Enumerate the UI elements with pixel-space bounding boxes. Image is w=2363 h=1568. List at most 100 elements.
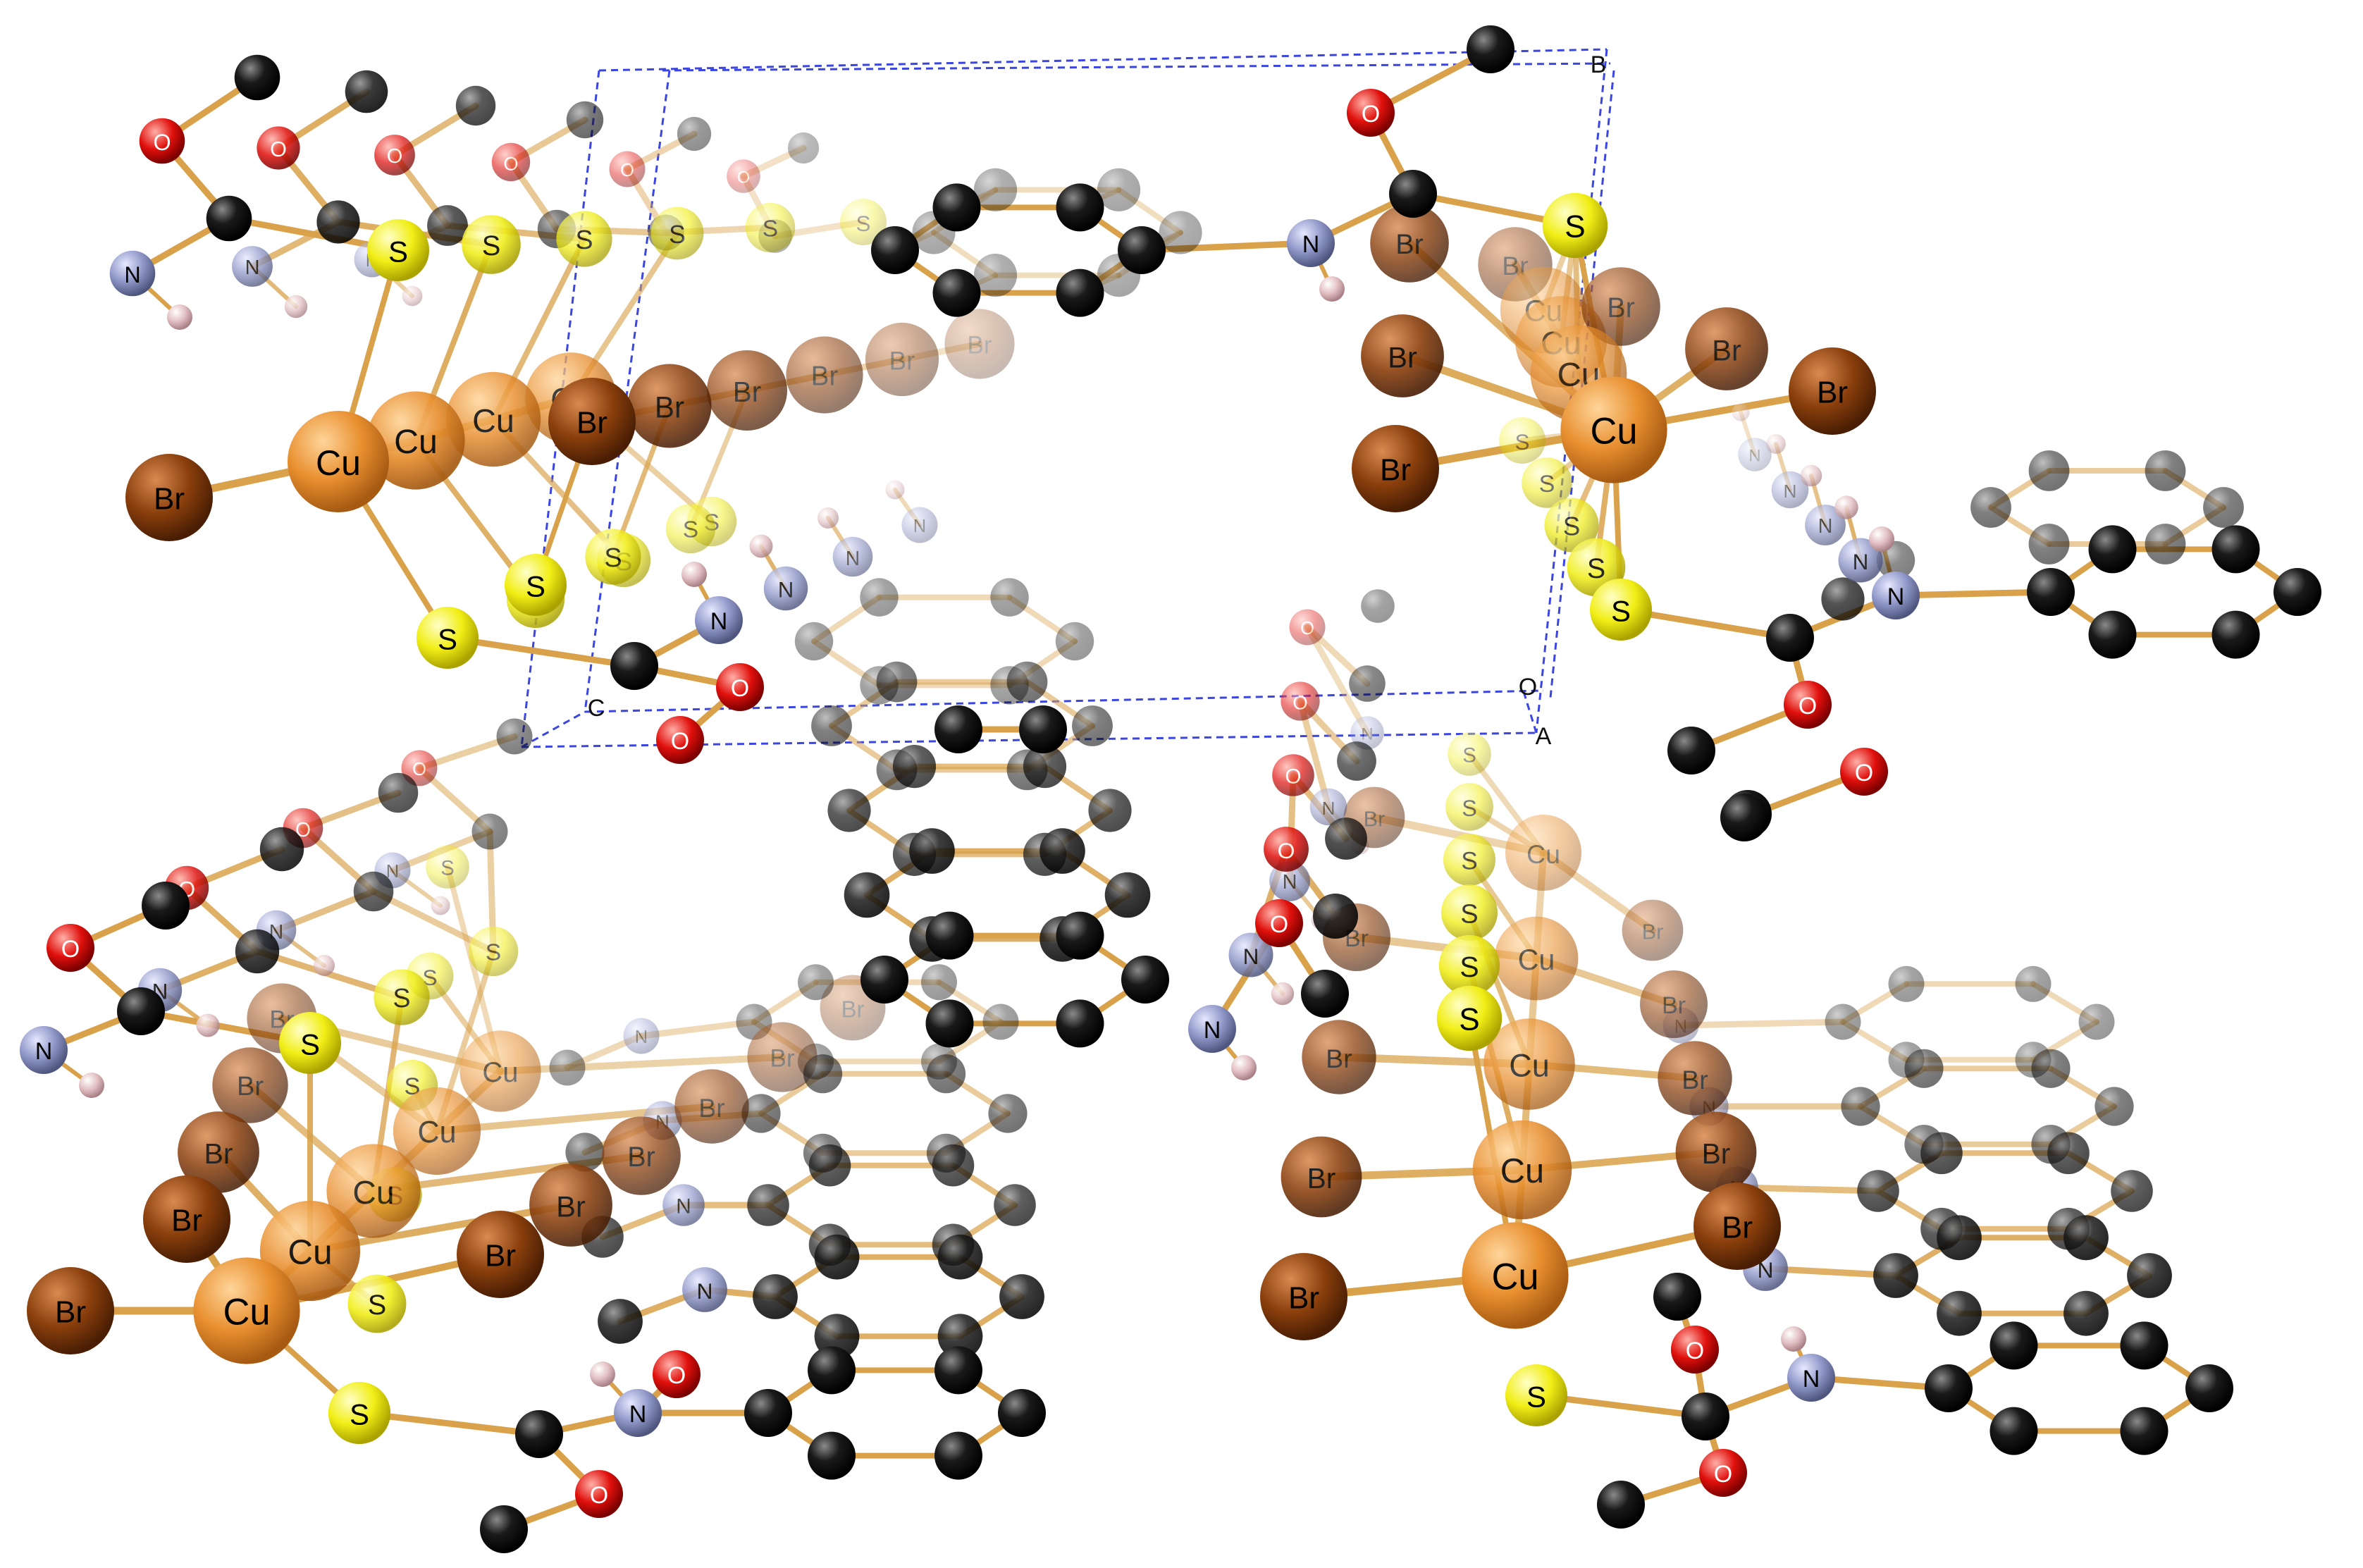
sulfur-sphere [367, 219, 429, 281]
copper-sphere [366, 391, 465, 490]
nitrogen-atom: N [1228, 932, 1273, 977]
carbon-atom [1857, 1170, 1899, 1212]
carbon-atom [427, 205, 468, 246]
sulfur-sphere [1590, 579, 1652, 641]
bromine-atom: Br [457, 1211, 544, 1298]
carbon-sphere [234, 54, 280, 101]
nitrogen-atom: N [20, 1026, 68, 1074]
bromine-atom: Br [627, 364, 712, 448]
carbon-atom [566, 101, 604, 139]
carbon-sphere [1597, 1481, 1645, 1529]
carbon-atom [741, 1094, 781, 1133]
carbon-atom [844, 872, 890, 918]
oxygen-label: O [1855, 760, 1873, 786]
nitrogen-atom: N [1350, 716, 1384, 750]
nitrogen-label: N [1204, 1017, 1221, 1044]
carbon-atom [876, 661, 918, 703]
bromine-atom: Br [674, 1069, 749, 1144]
bromine-sphere [457, 1211, 544, 1298]
carbon-sphere [1825, 1004, 1861, 1040]
bromine-sphere [529, 1163, 612, 1247]
sulfur-sphere [1505, 1364, 1567, 1426]
hydrogen-sphere [402, 285, 423, 307]
carbon-sphere [994, 1184, 1036, 1226]
oxygen-sphere [575, 1470, 623, 1518]
hydrogen-atom [1319, 276, 1345, 302]
copper-label: Cu [482, 1057, 518, 1088]
copper-label: Cu [394, 423, 438, 461]
carbon-atom [2088, 525, 2137, 574]
carbon-atom [2185, 1364, 2233, 1412]
copper-atom: Cu [1560, 376, 1667, 483]
bromine-atom: Br [1281, 1136, 1362, 1218]
nitrogen-atom: N [1872, 572, 1920, 619]
bond [1892, 588, 2054, 599]
nitrogen-label: N [1243, 944, 1259, 969]
oxygen-label: O [61, 936, 80, 963]
carbon-sphere [2094, 1087, 2134, 1126]
nitrogen-sphere [1188, 1005, 1236, 1053]
oxygen-atom: O [1784, 681, 1832, 729]
copper-atom: Cu [1462, 1222, 1569, 1329]
carbon-atom [598, 1299, 643, 1344]
hydrogen-atom [167, 304, 192, 330]
carbon-atom [973, 254, 1018, 297]
sulfur-sphere [650, 206, 704, 260]
bromine-atom: Br [1622, 899, 1684, 961]
bromine-label: Br [1682, 1065, 1708, 1094]
nitrogen-label: N [1302, 231, 1320, 258]
hydrogen-sphere [1834, 495, 1858, 519]
carbon-sphere [2120, 1321, 2168, 1370]
carbon-sphere [1467, 25, 1514, 73]
carbon-sphere [2145, 524, 2186, 564]
oxygen-atom: O [1347, 89, 1395, 137]
carbon-sphere [1056, 999, 1104, 1048]
carbon-sphere [747, 1184, 789, 1226]
nitrogen-sphere [1805, 505, 1846, 545]
oxygen-sphere [1281, 681, 1320, 721]
nitrogen-label: N [1757, 1257, 1773, 1283]
carbon-sphere [909, 828, 955, 874]
carbon-atom [1313, 894, 1358, 939]
carbon-atom [515, 1410, 563, 1458]
carbon-sphere [142, 882, 190, 930]
bromine-atom: Br [1658, 1041, 1732, 1116]
nitrogen-label: N [1322, 798, 1335, 819]
bromine-atom: Br [212, 1047, 288, 1123]
bond [444, 634, 638, 669]
bromine-sphere [602, 1116, 681, 1195]
nitrogen-label: N [629, 1401, 647, 1428]
carbon-sphere [1039, 828, 1085, 874]
hydrogen-sphere [1271, 982, 1295, 1006]
carbon-sphere [934, 1346, 982, 1395]
carbon-sphere [787, 132, 820, 164]
unit-cell-edge [1535, 49, 1608, 734]
carbon-sphere [860, 578, 899, 617]
nitrogen-atom: N [1309, 788, 1347, 826]
hydrogen-sphere [681, 562, 707, 587]
oxygen-label: O [737, 168, 751, 187]
carbon-atom [934, 1431, 982, 1480]
carbon-atom [892, 745, 937, 789]
carbon-atom [1825, 1004, 1861, 1040]
carbon-sphere [1301, 970, 1349, 1018]
bromine-label: Br [1388, 341, 1417, 374]
carbon-sphere [2111, 1170, 2153, 1212]
sulfur-atom: S [650, 206, 704, 260]
oxygen-label: O [1285, 765, 1301, 789]
nitrogen-label: N [1803, 1366, 1820, 1393]
carbon-atom [1937, 1215, 1982, 1261]
sulfur-label: S [763, 216, 778, 242]
hydrogen-sphere [818, 507, 839, 529]
bromine-sphere [1675, 1111, 1757, 1193]
bromine-atom: Br [1352, 425, 1439, 512]
bromine-atom: Br [1260, 1253, 1347, 1340]
sulfur-sphere [347, 1274, 407, 1333]
carbon-sphere [1925, 1364, 1973, 1412]
copper-label: Cu [1518, 944, 1555, 976]
carbon-sphere [1325, 817, 1367, 860]
bond [497, 1054, 786, 1075]
carbon-atom [1766, 614, 1814, 662]
sulfur-atom: S [665, 503, 716, 554]
carbon-sphere [932, 268, 981, 317]
